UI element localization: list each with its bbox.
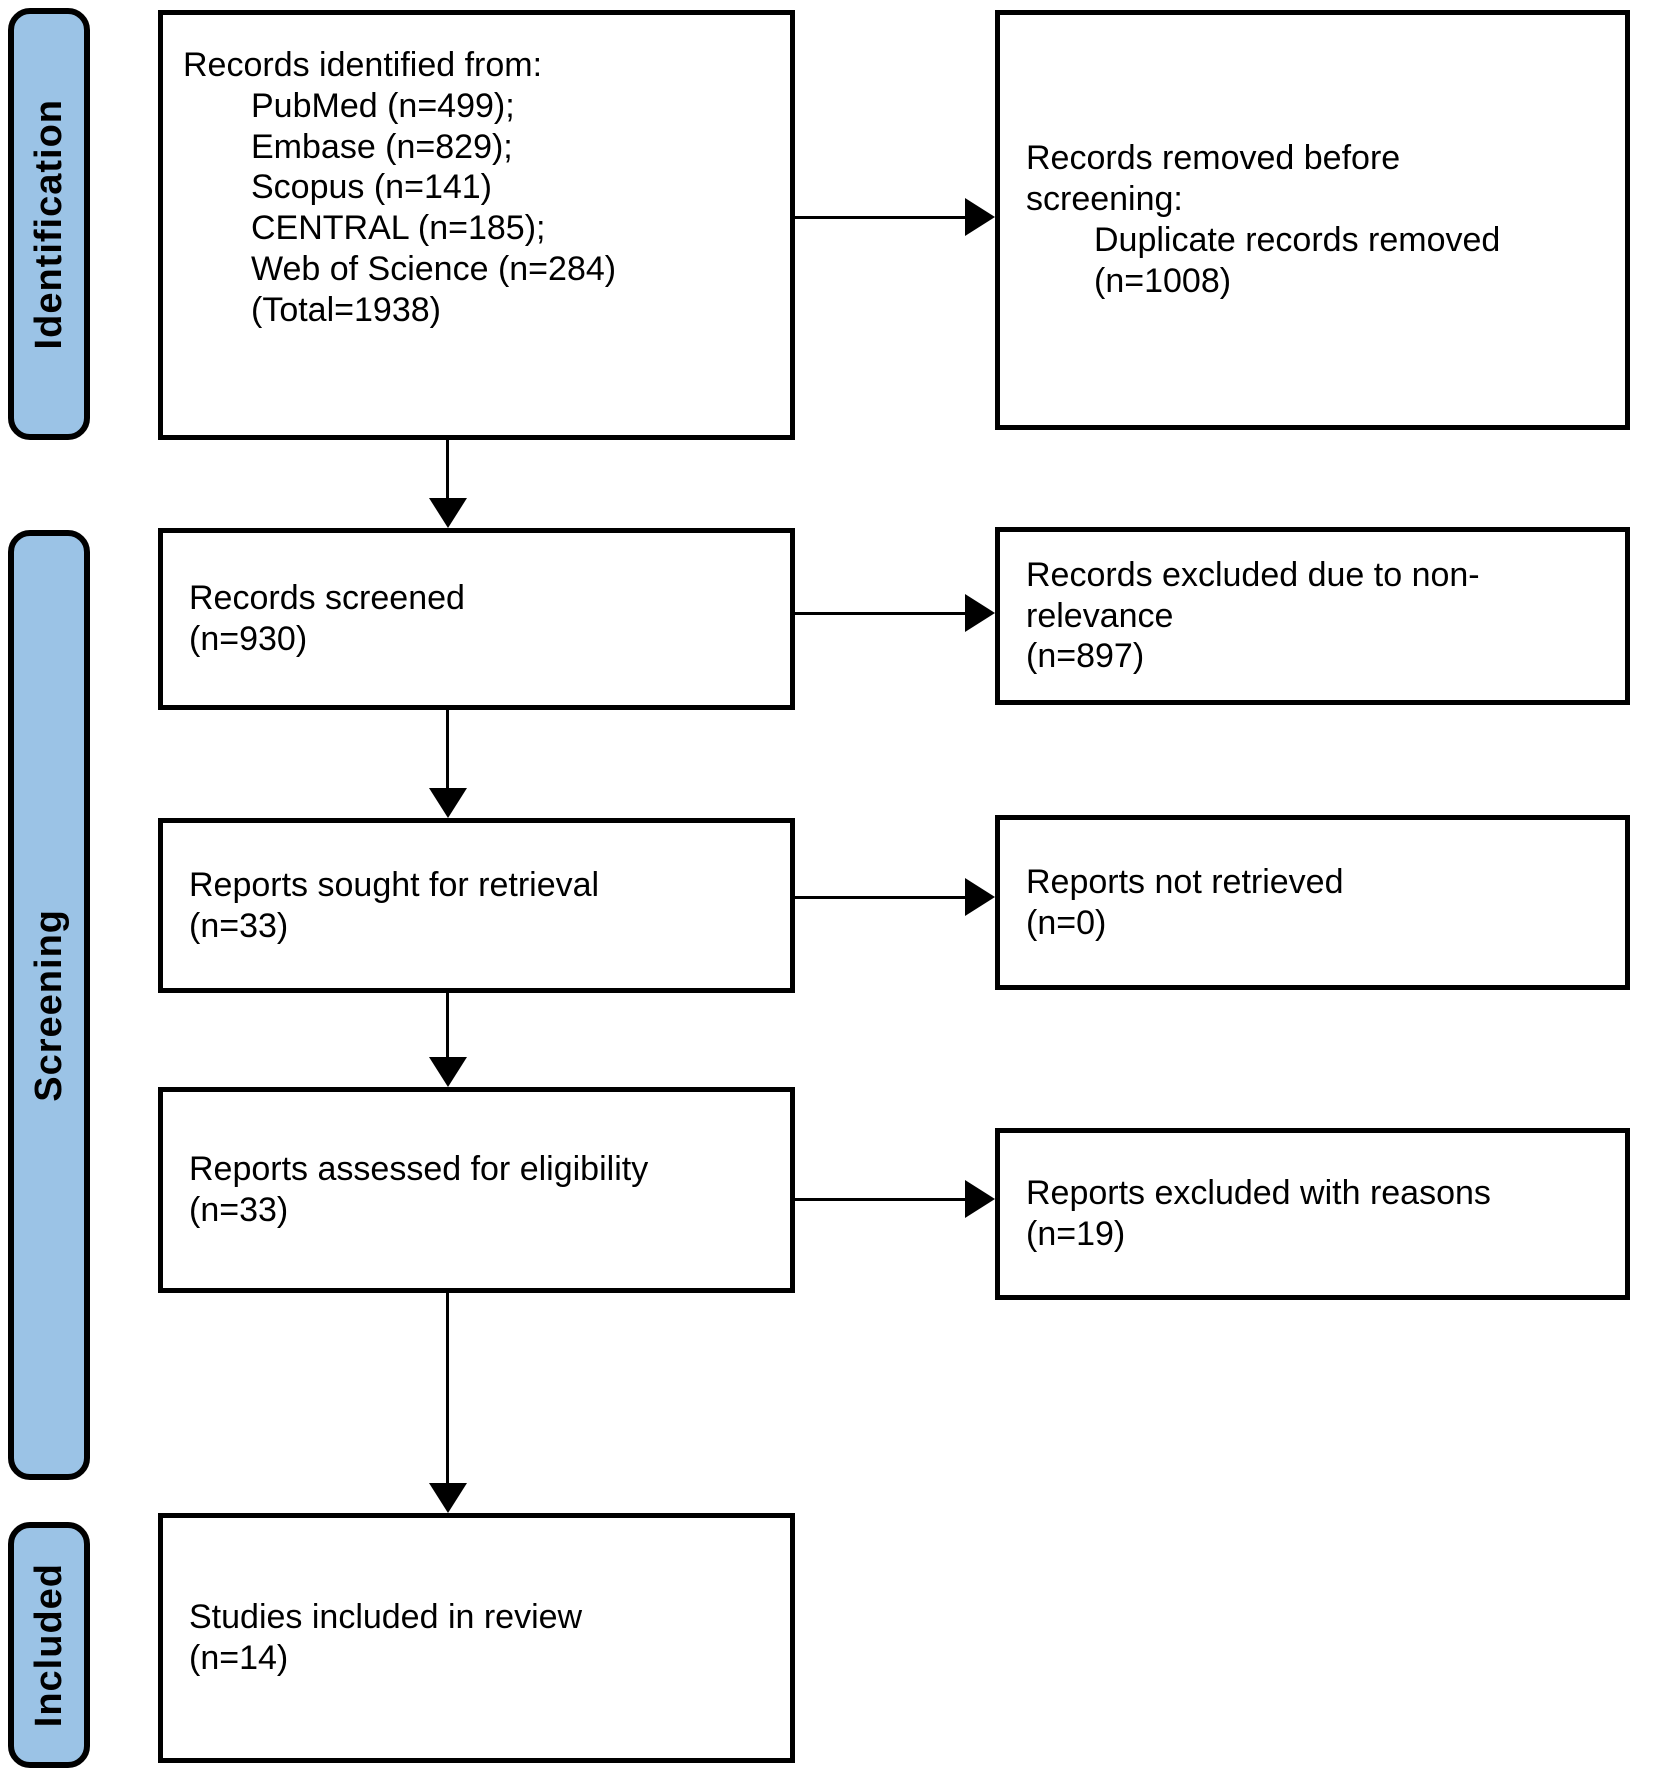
box-text-line: Web of Science (n=284) bbox=[251, 249, 617, 288]
arrow-head-assessed-to-included bbox=[429, 1483, 467, 1513]
box-text-line: (n=1008) bbox=[1094, 261, 1232, 300]
arrow-line-sought-to-not-retrieved bbox=[795, 896, 967, 899]
arrow-head-identified-to-screened bbox=[429, 498, 467, 528]
box-records-screened: Records screened(n=930) bbox=[158, 528, 795, 710]
box-text-line: Records excluded due to non- bbox=[1026, 555, 1480, 594]
box-text-line: PubMed (n=499); bbox=[251, 86, 515, 125]
box-text-line: (n=930) bbox=[189, 620, 308, 658]
box-text-line: Reports assessed for eligibility bbox=[189, 1150, 649, 1189]
box-text-line: (n=19) bbox=[1026, 1215, 1126, 1253]
arrow-head-screened-to-sought bbox=[429, 788, 467, 818]
box-text-line: Duplicate records removed bbox=[1094, 221, 1501, 259]
box-text-line: (n=33) bbox=[189, 1191, 289, 1229]
arrow-line-identified-to-removed bbox=[795, 216, 967, 219]
box-reports-assessed: Reports assessed for eligibility(n=33) bbox=[158, 1087, 795, 1293]
box-text-line: (Total=1938) bbox=[251, 290, 441, 329]
box-text-line: (n=33) bbox=[189, 906, 289, 945]
box-text-line: Scopus (n=141) bbox=[251, 168, 492, 207]
box-text-line: Reports not retrieved bbox=[1026, 862, 1344, 901]
box-text-line: Studies included in review bbox=[189, 1598, 583, 1637]
stage-label-screening: Screening bbox=[27, 908, 70, 1102]
box-reports-excluded-reasons: Reports excluded with reasons(n=19) bbox=[995, 1128, 1630, 1300]
stage-bar-identification: Identification bbox=[8, 8, 90, 440]
box-text-line: Reports excluded with reasons bbox=[1026, 1174, 1491, 1213]
arrow-line-assessed-to-excluded-reasons bbox=[795, 1198, 967, 1201]
box-text-line: screening: bbox=[1026, 180, 1183, 219]
arrow-line-screened-to-sought bbox=[446, 710, 449, 790]
box-text-line: Embase (n=829); bbox=[251, 127, 513, 166]
arrow-line-identified-to-screened bbox=[446, 440, 449, 500]
arrow-line-sought-to-assessed bbox=[446, 993, 449, 1059]
stage-label-included: Included bbox=[27, 1562, 70, 1728]
box-text-line: CENTRAL (n=185); bbox=[251, 209, 546, 248]
arrow-line-screened-to-excluded bbox=[795, 612, 967, 615]
stage-bar-screening: Screening bbox=[8, 530, 90, 1480]
arrow-head-screened-to-excluded bbox=[965, 594, 995, 632]
arrow-head-sought-to-not-retrieved bbox=[965, 878, 995, 916]
box-studies-included: Studies included in review(n=14) bbox=[158, 1513, 795, 1763]
box-text-line: Records removed before bbox=[1026, 139, 1401, 178]
box-text-line: (n=897) bbox=[1026, 637, 1145, 676]
arrow-head-sought-to-assessed bbox=[429, 1057, 467, 1087]
box-text-line: Records identified from: bbox=[183, 46, 543, 84]
arrow-line-assessed-to-included bbox=[446, 1293, 449, 1485]
box-records-identified: Records identified from:PubMed (n=499);E… bbox=[158, 10, 795, 440]
box-reports-not-retrieved: Reports not retrieved(n=0) bbox=[995, 815, 1630, 990]
arrow-head-identified-to-removed bbox=[965, 198, 995, 236]
stage-label-identification: Identification bbox=[27, 98, 70, 350]
box-text-line: Reports sought for retrieval bbox=[189, 865, 600, 904]
box-records-excluded: Records excluded due to non-relevance(n=… bbox=[995, 527, 1630, 705]
stage-bar-included: Included bbox=[8, 1522, 90, 1768]
box-text-line: Records screened bbox=[189, 579, 465, 618]
box-text-line: (n=0) bbox=[1026, 903, 1107, 942]
arrow-head-assessed-to-excluded-reasons bbox=[965, 1180, 995, 1218]
box-text-line: (n=14) bbox=[189, 1639, 289, 1677]
box-text-line: relevance bbox=[1026, 596, 1174, 635]
box-reports-sought: Reports sought for retrieval(n=33) bbox=[158, 818, 795, 993]
